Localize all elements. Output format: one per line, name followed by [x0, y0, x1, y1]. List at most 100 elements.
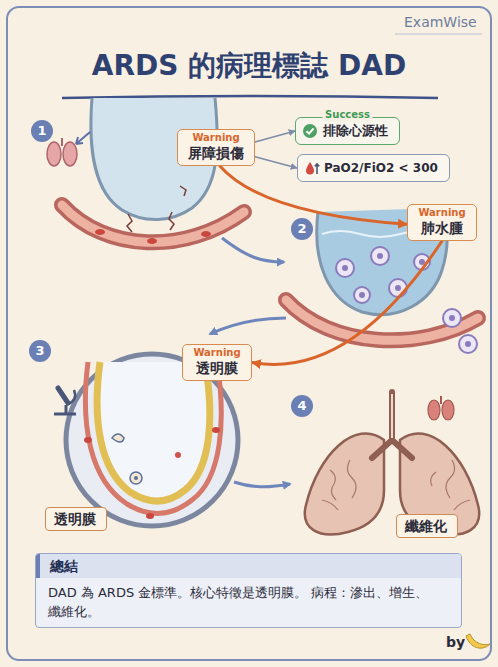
- warning-tag: Warning肺水腫: [407, 204, 477, 241]
- damage-mark: [169, 212, 174, 230]
- capillary-lumen: [286, 300, 478, 340]
- warning-tag: Warning透明膜: [182, 344, 252, 381]
- summary-box: 總結DAD 為 ARDS 金標準。核心特徵是透明膜。 病程：滲出、增生、纖維化。: [35, 553, 462, 628]
- stage-arrow: [210, 318, 286, 334]
- cell-nucleus: [359, 292, 365, 298]
- lung-lobe: [400, 434, 479, 535]
- cell-nucleus: [342, 265, 348, 271]
- stage-two-alveolus: [286, 208, 478, 353]
- capillary: [286, 300, 478, 340]
- cell-nucleus: [377, 253, 383, 259]
- damage-mark: [180, 186, 186, 196]
- microscope-stand: [65, 405, 68, 414]
- red-cell: [84, 437, 92, 443]
- flow-arrow: [255, 157, 297, 168]
- red-cell: [201, 231, 211, 237]
- lung-lobe: [63, 142, 77, 166]
- criterion-text: PaO2/FiO2 < 300: [324, 160, 440, 176]
- cell: [336, 259, 354, 277]
- flow-arrow: [255, 131, 295, 142]
- cell: [371, 247, 389, 265]
- callout-number: 2: [291, 218, 313, 240]
- cell-nucleus: [449, 315, 455, 321]
- lung-lobe: [305, 434, 384, 535]
- brand-mark: ExamWise: [404, 14, 477, 30]
- cell: [112, 434, 124, 442]
- capillary-lining: [85, 362, 221, 513]
- damage-mark: [127, 214, 132, 232]
- summary-body: DAD 為 ARDS 金標準。核心特徵是透明膜。 病程：滲出、增生、纖維化。: [36, 578, 461, 627]
- red-cell: [175, 452, 181, 458]
- title-underline: [62, 96, 438, 98]
- lung-lobe: [47, 142, 61, 166]
- stage-one-alveolus: [62, 98, 244, 244]
- lung-lobe: [442, 400, 454, 420]
- warning-tag: Warning屏障損傷: [177, 129, 255, 166]
- stage-arrow: [234, 482, 290, 487]
- trachea-lumen: [391, 394, 393, 438]
- callout-text: 3: [29, 340, 51, 362]
- capillary-lumen: [62, 205, 244, 242]
- cell: [389, 279, 407, 297]
- callout-number: 3: [29, 340, 51, 362]
- cell: [130, 472, 142, 484]
- cell: [443, 309, 461, 327]
- cell-nucleus: [134, 476, 138, 480]
- success-label: Success: [322, 109, 373, 121]
- cell: [459, 335, 477, 353]
- flow-arrow: [252, 241, 442, 364]
- callout-text: 1: [31, 120, 53, 142]
- success-tag: Success排除心源性: [295, 117, 400, 145]
- oxygen-icon: [304, 160, 320, 176]
- banana-icon: [466, 634, 490, 648]
- cell-nucleus: [465, 341, 471, 347]
- microscope-icon: [54, 388, 76, 414]
- fibrosis-strands: [322, 460, 470, 510]
- hyaline-membrane: [97, 362, 210, 501]
- red-cell: [212, 427, 220, 433]
- warning-text: 透明膜: [192, 359, 242, 377]
- trachea: [372, 392, 412, 458]
- banana: [466, 634, 490, 648]
- label-text: 纖維化: [405, 517, 449, 535]
- trachea: [440, 396, 442, 404]
- cell-nucleus: [395, 285, 401, 291]
- warning-label: Warning: [192, 347, 242, 359]
- label-box: 纖維化: [396, 514, 458, 538]
- blood-drop: [306, 162, 314, 175]
- icon-disc: [303, 124, 317, 138]
- criterion-box: PaO2/FiO2 < 300: [297, 154, 450, 182]
- summary-heading: 總結: [36, 554, 461, 578]
- callout-number: 4: [291, 395, 313, 417]
- lung-icon: [428, 396, 454, 420]
- lung-lobe: [428, 400, 440, 420]
- warning-label: Warning: [417, 207, 467, 219]
- up-arrow: [315, 164, 319, 174]
- microscope-arm: [68, 390, 75, 404]
- check-icon: [302, 123, 318, 139]
- label-text: 透明膜: [54, 510, 98, 528]
- warning-text: 屏障損傷: [187, 144, 245, 162]
- lung-icon: [47, 132, 90, 166]
- callout-number: 1: [31, 120, 53, 142]
- callout-text: 2: [291, 218, 313, 240]
- inflammatory-cells: [336, 247, 477, 353]
- microscope-tube: [58, 388, 68, 403]
- red-cell: [147, 238, 157, 244]
- red-cell: [146, 513, 154, 519]
- capillary: [62, 205, 244, 242]
- red-cell: [95, 229, 105, 235]
- cell: [354, 287, 370, 303]
- page-frame: [7, 7, 491, 660]
- brand-rule: [395, 34, 482, 35]
- title-text: ARDS 的病理標誌 DAD: [0, 47, 498, 85]
- trachea: [61, 138, 63, 146]
- success-text: 排除心源性: [323, 123, 390, 139]
- stage-arrow: [222, 238, 284, 262]
- callout-text: 4: [291, 395, 313, 417]
- label-box: 透明膜: [45, 507, 107, 531]
- warning-label: Warning: [187, 132, 245, 144]
- byline: by: [446, 634, 465, 650]
- pointer-arrow: [76, 132, 90, 144]
- warning-text: 肺水腫: [417, 219, 467, 237]
